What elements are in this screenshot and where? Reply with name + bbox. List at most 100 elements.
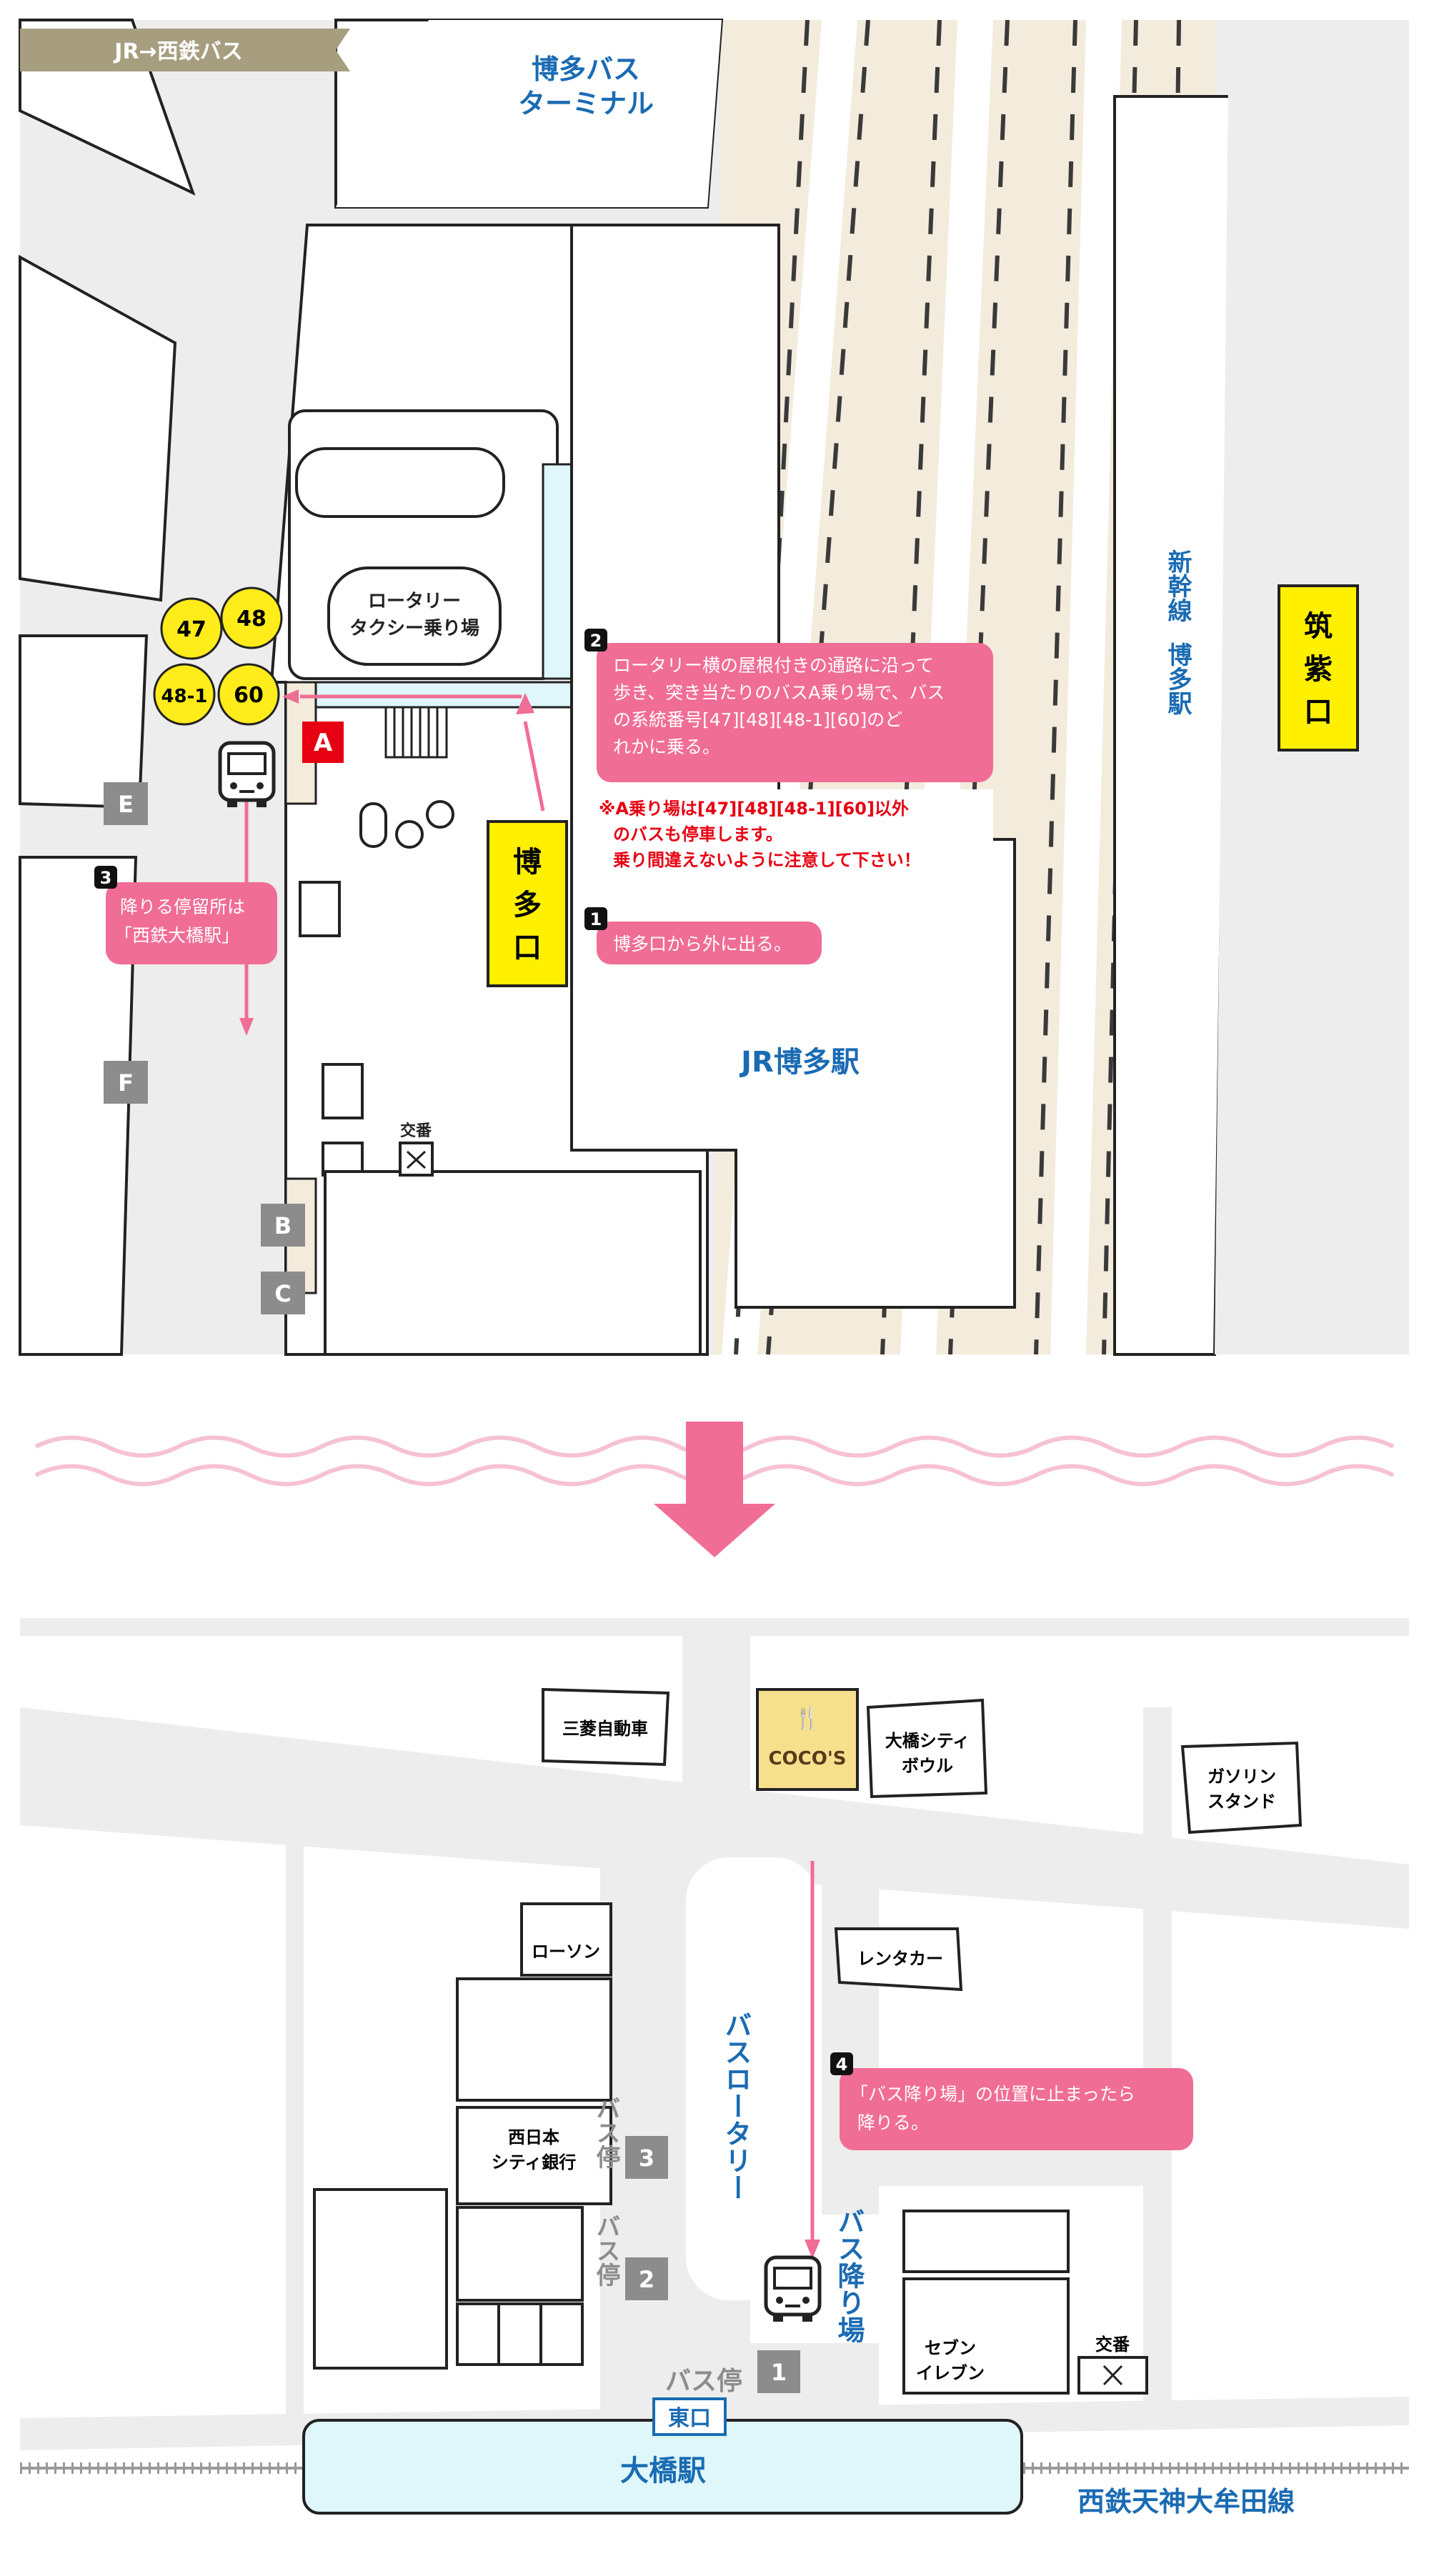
route-48-1: 48-1 [161,686,207,707]
hakata-exit-sign [487,820,568,987]
ohashi-station-label: 大橋駅 [620,2455,706,2487]
city-bowl-label: 大橋シティ [885,1731,970,1751]
hakata-exit-char: 博 [513,846,542,879]
chikushi-exit-char: 紫 [1304,653,1333,686]
bus-rotary-label: バスロータリー [720,2011,752,2201]
bus-terminal-label: ターミナル [518,88,654,119]
step-2: 2 ロータリー横の屋根付きの通路に沿って 歩き、突き当たりのバスA乗り場で、バス… [584,629,993,782]
covered-walkway [542,463,577,680]
step-4-number: 4 [836,2055,848,2075]
bus-stop-c [261,1272,305,1314]
route-48: 48 [236,606,267,631]
rotary-island [295,447,505,518]
bus-icon [218,741,276,807]
bus-stop-1-label: バス停 [665,2367,742,2396]
bus-stop-e [104,782,148,825]
bus-stops: 3 バス停 2 バス停 1 バス停 [592,2096,800,2396]
bus-stop-1-number: 1 [771,2359,787,2386]
bus-icon [764,2255,822,2322]
hakata-exit-char: 口 [513,932,542,964]
building-block [456,1977,612,2102]
cocos-label: COCO'S [768,1748,846,1769]
east-exit-label: 東口 [668,2406,711,2431]
shinkansen-building [1113,95,1235,1356]
shinkansen-label-2: 博多駅 [1163,642,1192,716]
route-arrowhead [239,1018,254,1036]
shinkansen-label: 新幹線 博多駅 [1163,549,1192,716]
warning-line: のバスも停車します。 [613,824,783,844]
section-divider [34,1422,1395,1557]
bus-stop-c-label: C [274,1280,291,1307]
mitsubishi-label: 三菱自動車 [562,1719,648,1739]
header-tag: JR→西鉄バス [20,29,350,71]
koban-label: 交番 [400,1122,432,1140]
ohashi-station: 大橋駅 東口 [302,2397,1023,2515]
bus-stop-f-label: F [118,1069,134,1097]
down-arrow-icon [654,1422,775,1557]
step-3: 3 降りる停留所は 「西鉄大橋駅」 [94,866,277,964]
plaza-objects [299,800,454,1177]
rent-a-car-building: レンタカー [834,1927,963,1992]
hakata-exit-char: 多 [513,889,542,922]
bus-stop-2-label: バス停 [592,2214,620,2287]
jr-station-label: JR博多駅 [739,1046,860,1079]
shinkansen-label-1: 新幹線 [1163,549,1192,622]
jr-station-building [570,224,1016,1309]
building-block [19,254,177,602]
bus-stop-e-label: E [118,791,134,818]
step-4-box [840,2068,1193,2150]
seven-eleven-building: セブン イレブン [902,2277,1070,2395]
rotary-label: タクシー乗り場 [349,618,479,639]
step-3-badge [94,866,117,889]
cocos-building: 🍴 COCO'S [756,1688,859,1791]
bus-stop-2-number: 2 [639,2266,654,2293]
bus-stop-b [261,1204,305,1247]
step-4: 4 「バス降り場」の位置に止まったら 降りる。 [830,2052,1193,2150]
step-3-line: 「西鉄大橋駅」 [114,925,239,946]
warning-bg [593,789,993,879]
route-bubble [160,597,223,660]
route-bubble [217,663,280,726]
step-4-badge [830,2052,853,2075]
city-bowl-label: ボウル [902,1756,953,1776]
building-block [902,2210,1070,2273]
bank-label: 西日本 [508,2127,559,2147]
step-1-box [597,922,822,964]
step-1: 1 博多口から外に出る。 [584,907,822,964]
bank-label: シティ銀行 [492,2152,577,2172]
warning-note: ※A乗り場は[47][48][48-1][60]以外 のバスも停車します。 乗り… [593,789,993,879]
chikushi-exit-char: 筑 [1304,610,1333,643]
route-arrowhead [516,693,534,714]
step-3-number: 3 [100,868,112,888]
bus-stop-3-number: 3 [639,2145,654,2172]
koban-bottom-label: 交番 [1095,2335,1130,2355]
bus-alighting-label: バス降り場 [833,2207,865,2344]
step-2-box [597,643,993,782]
city-bowl-building: 大橋シティ ボウル [866,1698,988,1799]
step-1-badge [584,907,607,930]
bottom-map: 三菱自動車 🍴 COCO'S 大橋シティ ボウル ガソリン スタンド ローソン … [20,1618,1409,2576]
bus-stop-f [104,1061,148,1104]
bus-stop-b-label: B [274,1212,292,1239]
taxi-stand-island [327,566,502,666]
step-3-box [106,882,277,964]
rotary-label: ロータリー [368,591,461,612]
warning-line: 乗り間違えないように注意して下さい！ [613,850,921,870]
route-arrowhead [805,2240,820,2259]
bus-stop-a [302,722,344,763]
bus-stop-3-label: バス停 [592,2096,620,2169]
koban-bottom: 交番 [1077,2335,1148,2395]
building-block [313,2188,448,2370]
gasoline-stand-label: ガソリン [1208,1767,1276,1787]
route-arrowhead [282,689,299,704]
route-bubble [153,663,216,726]
route-47: 47 [176,617,206,642]
step-1-line: 博多口から外に出る。 [613,934,792,954]
bus-terminal-label: 博多バス [532,54,640,85]
step-2-line: の系統番号[47][48][48-1][60]のど [613,709,902,730]
top-map: 交番 筑 紫 口 新幹線 博多駅 博多バス ターミナル ロータリー タクシー乗り… [19,19,1409,1356]
bus-rotary-island [686,1857,818,2300]
chikushi-exit-sign [1278,584,1359,752]
step-4-line: 「バス降り場」の位置に止まったら [850,2084,1135,2105]
